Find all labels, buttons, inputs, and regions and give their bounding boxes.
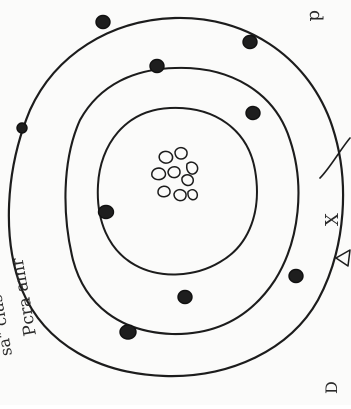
- electron: [99, 206, 114, 219]
- electron: [289, 270, 303, 283]
- nucleon: [182, 175, 193, 186]
- note-top-right: d: [305, 10, 326, 22]
- nucleon: [168, 167, 180, 178]
- inner-shell-orbit: [98, 108, 257, 275]
- note-bottom-left-line1: Pcra amr: [7, 255, 41, 337]
- inner-shell-electrons: [99, 206, 114, 219]
- nucleon: [187, 162, 198, 174]
- note-bottom-right: D: [322, 381, 341, 394]
- nucleon: [158, 186, 170, 197]
- electron: [17, 123, 27, 133]
- electron: [243, 36, 257, 49]
- pointer-line: [320, 138, 350, 178]
- triangle-mark: [336, 250, 350, 266]
- electron: [150, 60, 164, 73]
- electron: [120, 325, 136, 339]
- middle-shell-electrons: [150, 60, 260, 304]
- electron: [96, 16, 110, 29]
- electron: [246, 107, 260, 120]
- outer-shell-orbit: [9, 18, 343, 376]
- electron: [178, 291, 192, 304]
- nucleon: [159, 151, 172, 163]
- nucleon: [152, 168, 166, 180]
- nucleon: [188, 190, 197, 200]
- note-right-fragment: X: [322, 213, 343, 226]
- nucleon: [175, 148, 187, 159]
- nucleon: [174, 190, 186, 201]
- nucleus-cluster-icon: [152, 148, 198, 201]
